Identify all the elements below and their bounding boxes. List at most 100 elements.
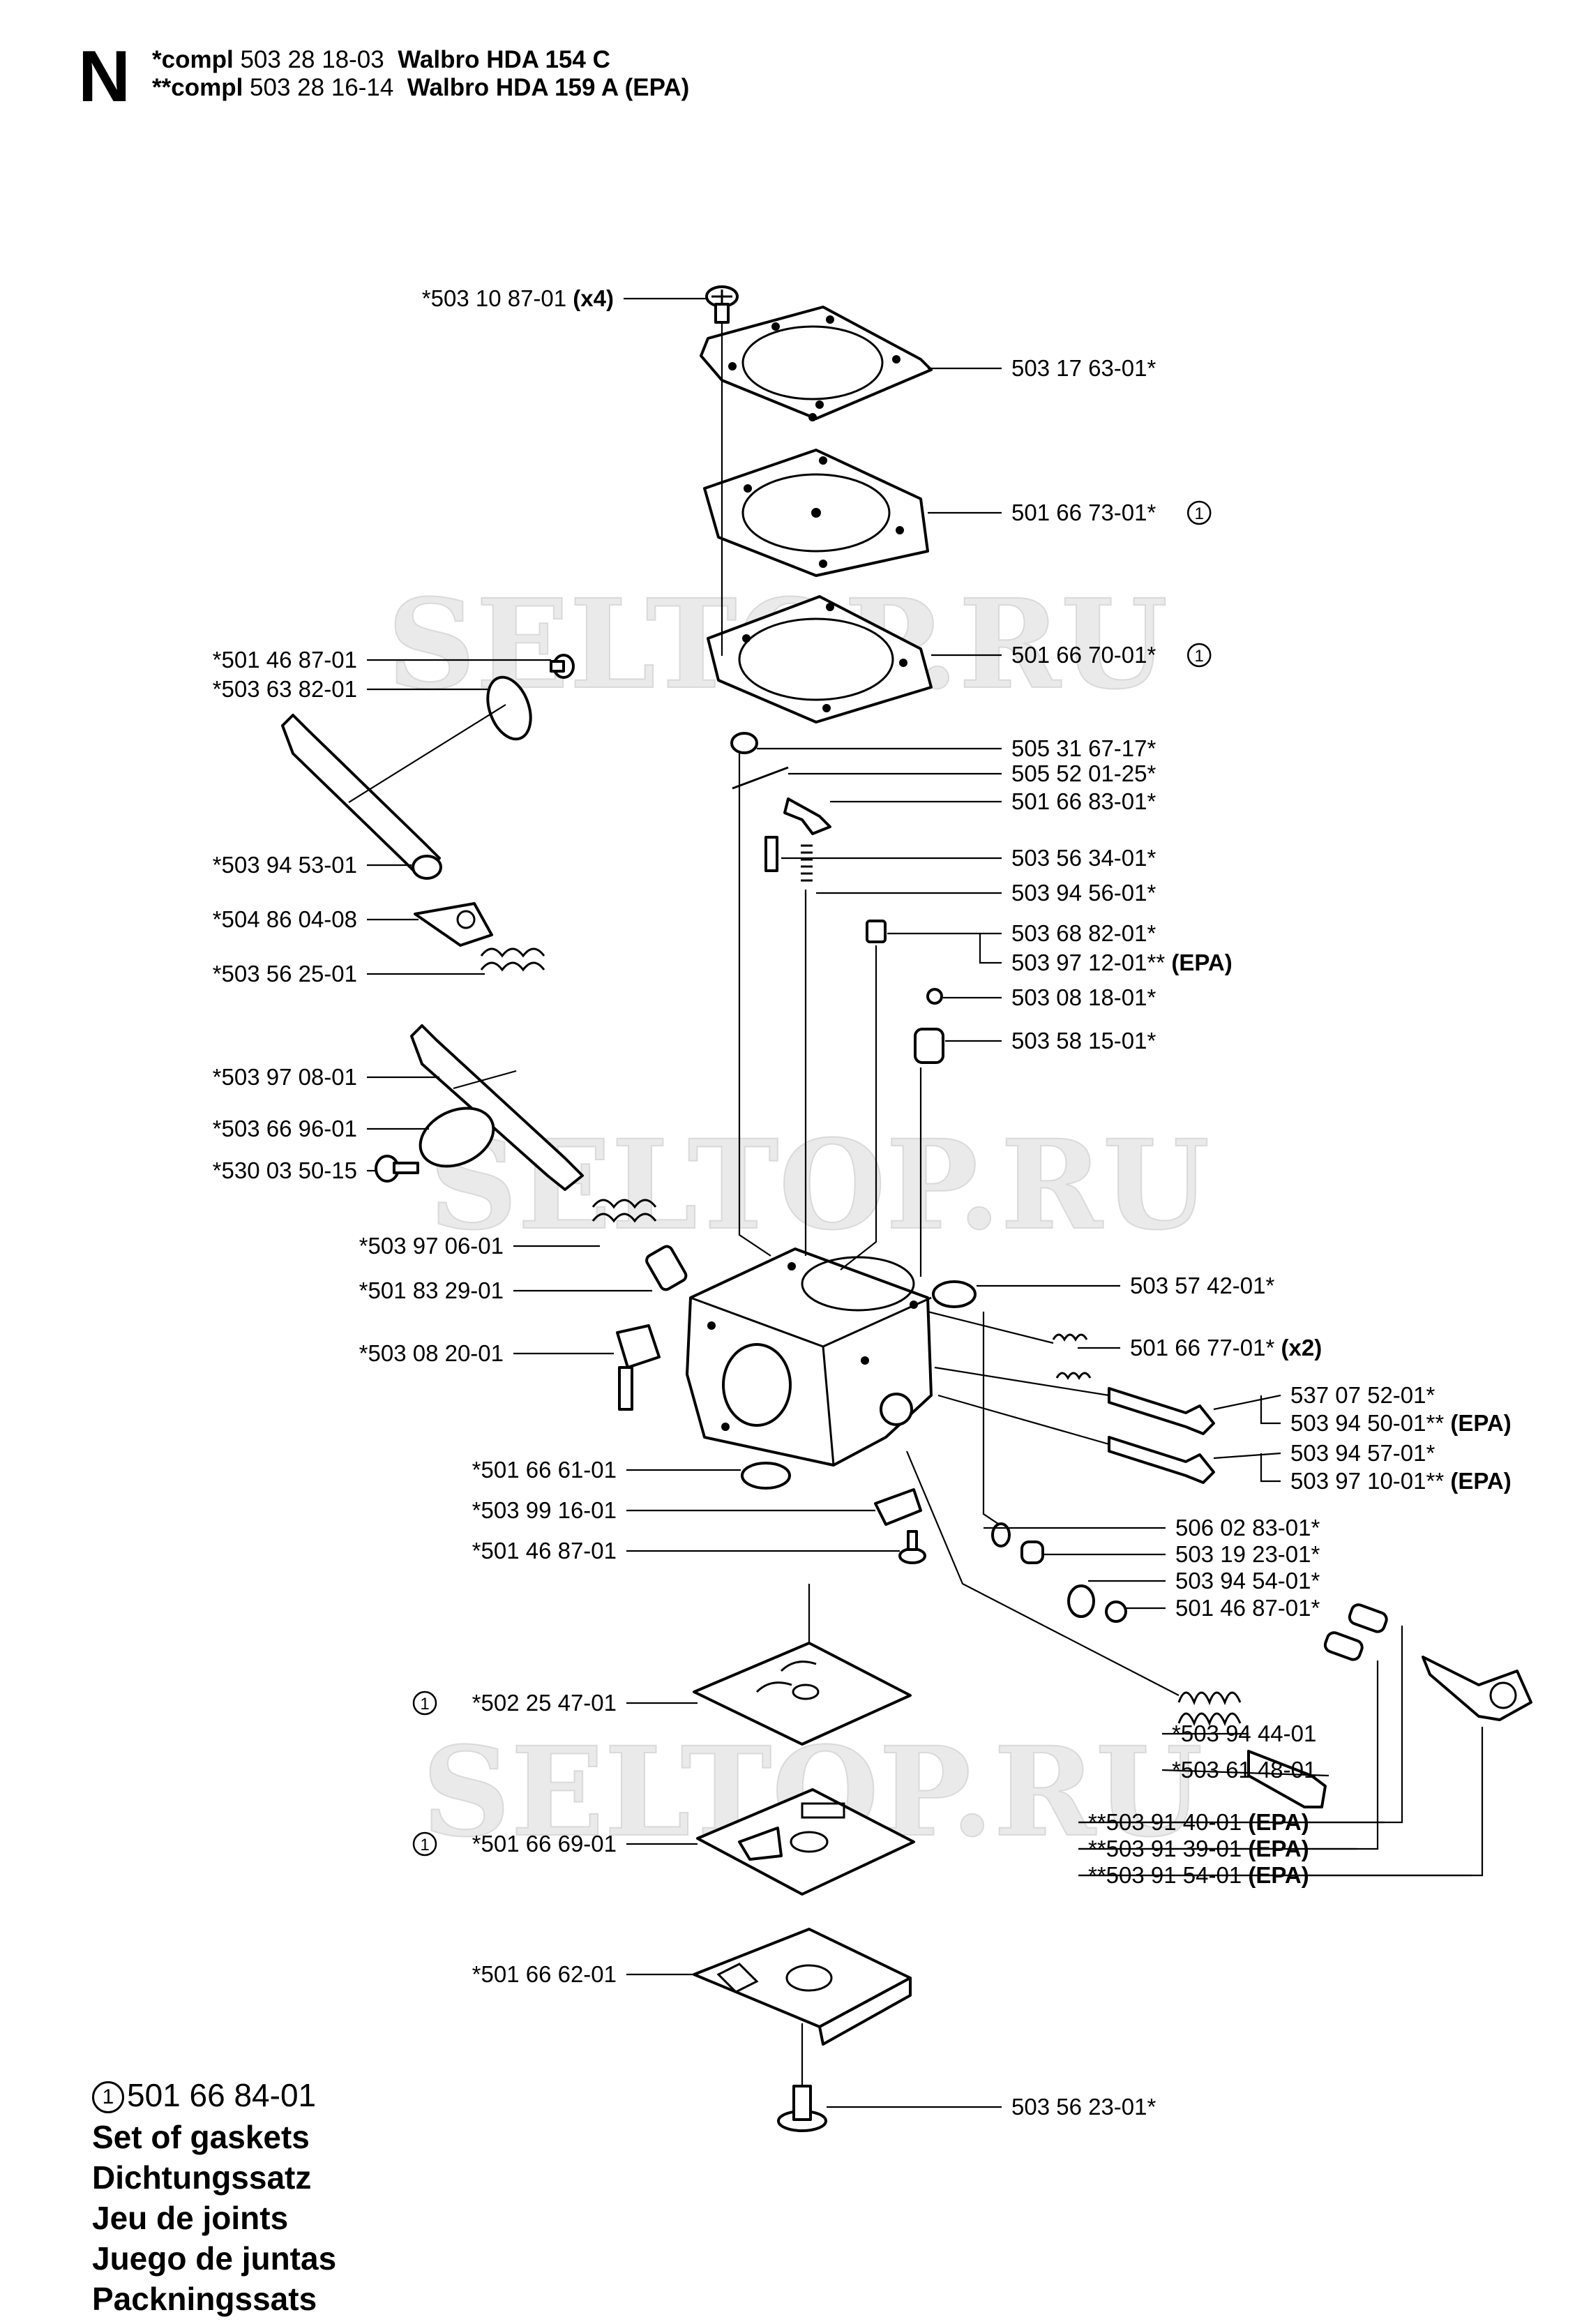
callout-right-15: 537 07 52-01* [1290,1382,1435,1408]
callout-left-17-number: *501 66 69-01 [472,1831,617,1857]
pump-gasket [707,595,933,724]
callout-right-14-number: 501 66 77-01* [1130,1335,1275,1360]
throttle-shaft [281,704,506,880]
callout-left-11: *501 83 29-01 [359,1277,504,1303]
header-line-1-number: 503 28 18-03 [240,46,384,73]
small-screw [550,654,575,679]
callout-left-1-number: *503 10 87-01 [422,285,566,311]
callout-left-10: *503 97 06-01 [359,1233,504,1259]
callout-right-7-number: 503 56 34-01* [1011,845,1156,871]
metering-diaphragm [696,1788,915,1896]
throttle-valve-disc [486,675,532,741]
callout-left-3-number: *503 63 82-01 [213,676,357,702]
choke-screw [375,1155,419,1183]
callout-right-1: 503 17 63-01* [1011,355,1156,381]
callout-right-24-number: *503 61 48-01 [1172,1757,1316,1783]
callout-right-17-number: 503 94 57-01* [1290,1440,1435,1466]
callout-left-1-suffix: (x4) [566,285,614,311]
idle-axis [982,1312,1005,1529]
callout-right-28: 503 56 23-01* [1011,2094,1156,2120]
callout-right-20: 503 19 23-01* [1175,1541,1320,1567]
legend-line-3: Jeu de joints [92,2200,289,2236]
callout-right-3: 501 66 70-01* [1011,642,1156,668]
epa-limiter-caps [1323,1603,1388,1661]
callout-left-14: *503 99 16-01 [472,1497,617,1523]
callout-left-3: *503 63 82-01 [213,676,357,702]
bracket-right-10 [979,934,1002,964]
bracket-right-25 [1078,1626,1403,1824]
callout-left-16: *502 25 47-01 [472,1690,617,1716]
leader-right-24 [1161,1769,1329,1777]
callout-left-4: *503 94 53-01 [213,852,357,878]
header-line-2-prefix: **compl [152,74,243,101]
leader-right-17 [1213,1452,1281,1460]
header-line-2: **compl 503 28 16-14 Walbro HDA 159 A (E… [152,75,689,100]
callout-right-4: 505 31 67-17* [1011,735,1156,761]
callout-left-8-number: *503 66 96-01 [213,1116,357,1141]
pump-diaphragm [703,449,929,577]
cover-screw [705,285,739,324]
needle-axis [738,754,771,1257]
callout-right-7: 503 56 34-01* [1011,845,1156,871]
section-letter: N [78,36,131,117]
carburetor-body [686,1247,933,1467]
callout-right-22-number: 501 46 87-01* [1175,1595,1320,1621]
callout-left-13: *501 66 61-01 [472,1457,617,1483]
legend-line-4: Juego de juntas [92,2240,337,2277]
callout-right-4-number: 505 31 67-17* [1011,735,1156,761]
cover-cap [932,1280,977,1308]
svg-text:1: 1 [1195,647,1204,666]
svg-text:1: 1 [420,1836,429,1854]
callout-left-12: *503 08 20-01 [359,1340,504,1366]
jet-axis [840,945,877,1270]
callout-right-18: 503 97 10-01** (EPA) [1290,1468,1512,1494]
callout-left-2: *501 46 87-01 [213,647,357,673]
callout-left-12-number: *503 08 20-01 [359,1340,504,1366]
choke-spring [591,1199,657,1223]
leader-right-15 [1213,1394,1281,1411]
legend-line-1: Set of gaskets [92,2119,310,2155]
header-line-2-model: Walbro HDA 159 A (EPA) [407,74,690,101]
callout-right-22: 501 46 87-01* [1175,1595,1320,1621]
callout-left-4-number: *503 94 53-01 [213,852,357,878]
callout-right-16-suffix: (EPA) [1444,1410,1512,1436]
bracket-right-18 [1260,1453,1281,1483]
needle-axes [927,1310,1110,1446]
callout-right-10-suffix: (EPA) [1165,950,1233,975]
filter-screen [741,1462,791,1490]
callout-right-11: 503 08 18-01* [1011,984,1156,1010]
callout-left-7: *503 97 08-01 [213,1064,357,1090]
callout-right-21: 503 94 54-01* [1175,1568,1320,1594]
callout-left-5: *504 86 04-08 [213,906,357,932]
gasket-mark-right-3: 1 [1186,643,1212,668]
callout-left-15-number: *501 46 87-01 [472,1538,617,1564]
callout-right-18-suffix: (EPA) [1444,1468,1512,1494]
callout-right-9-number: 503 68 82-01* [1011,920,1156,946]
callout-left-8: *503 66 96-01 [213,1116,357,1141]
welch-plug [914,1028,944,1064]
callout-left-5-number: *504 86 04-08 [213,906,357,932]
callout-left-14-number: *503 99 16-01 [472,1497,617,1523]
inlet-lever-parts [874,1488,926,1564]
callout-right-19-number: 506 02 83-01* [1175,1515,1320,1540]
callout-right-1-number: 503 17 63-01* [1011,355,1156,381]
callout-right-3-number: 501 66 70-01* [1011,642,1156,668]
callout-right-18-number: 503 97 10-01** [1290,1468,1444,1494]
callout-left-17: *501 66 69-01 [472,1831,617,1857]
limiter-springs [1052,1333,1092,1381]
callout-left-15: *501 46 87-01 [472,1538,617,1564]
choke-shaft [410,1024,584,1191]
svg-text:1: 1 [1195,504,1204,523]
callout-left-9: *530 03 50-15 [213,1157,357,1183]
callout-right-20-number: 503 19 23-01* [1175,1541,1320,1567]
callout-left-13-number: *501 66 61-01 [472,1457,617,1483]
watermark-2: SELTOP.RU [429,1113,1209,1257]
gasket-mark-left-16: 1 [412,1690,437,1716]
choke-valve-disc [419,1107,495,1168]
callout-left-9-number: *530 03 50-15 [213,1157,357,1183]
throttle-lever [414,902,493,947]
callout-right-24: *503 61 48-01 [1172,1757,1316,1783]
callout-right-21-number: 503 94 54-01* [1175,1568,1320,1594]
